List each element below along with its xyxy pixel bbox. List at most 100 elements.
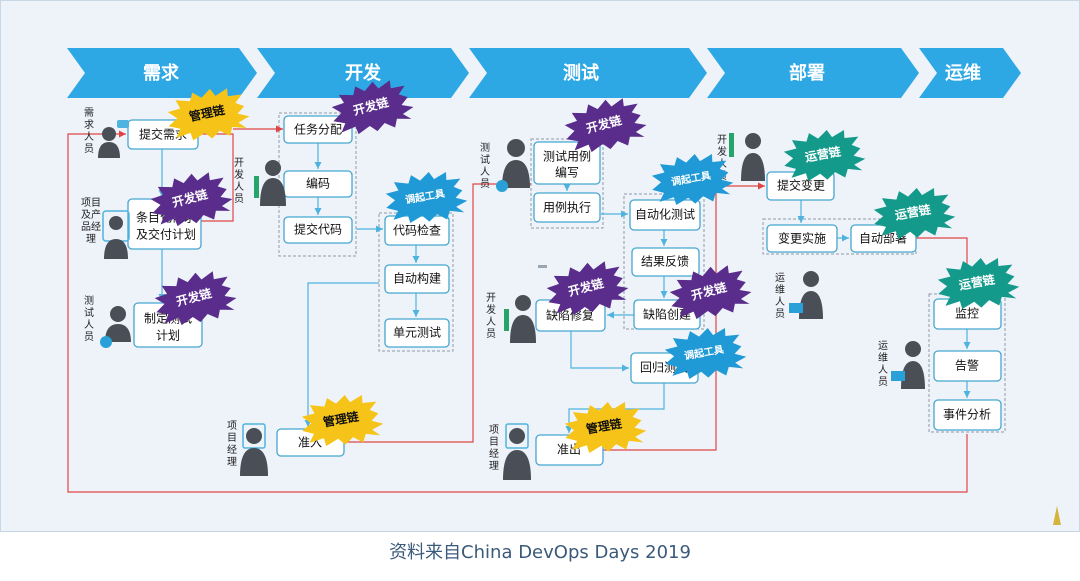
step-code-check: 代码检查: [384, 215, 450, 246]
svg-text:理: 理: [489, 460, 499, 472]
badge-dev-chain: 开发链: [150, 172, 233, 227]
svg-text:人: 人: [84, 131, 94, 143]
badge-mgmt-chain: 管理链: [564, 401, 647, 453]
badge-dev-chain: 开发链: [669, 265, 752, 320]
badge-tool-call: 调起工具: [385, 171, 468, 223]
svg-text:自动部署: 自动部署: [859, 231, 907, 246]
svg-text:人: 人: [234, 181, 244, 193]
step-auto-test: 自动化测试: [629, 199, 701, 231]
svg-text:结果反馈: 结果反馈: [641, 255, 689, 269]
svg-text:及交付计划: 及交付计划: [136, 227, 196, 242]
svg-text:编码: 编码: [306, 176, 330, 191]
svg-text:自动构建: 自动构建: [393, 271, 441, 286]
step-task-assign: 任务分配: [283, 115, 353, 144]
stage-arrow-dev: [257, 48, 469, 98]
svg-text:计划: 计划: [156, 329, 180, 343]
stage-label-demand: 需求: [143, 62, 180, 84]
step-result-feedback: 结果反馈: [631, 247, 700, 277]
stage-label-test: 测试: [563, 62, 599, 84]
svg-text:及产: 及产: [81, 208, 101, 221]
person-icon: [891, 341, 925, 389]
svg-text:员: 员: [878, 376, 888, 388]
svg-text:需: 需: [84, 107, 94, 119]
person-icon: [102, 210, 130, 259]
svg-text:员: 员: [234, 193, 244, 205]
stage-label-dev: 开发: [345, 62, 382, 84]
svg-text:缺陷创建: 缺陷创建: [643, 307, 691, 322]
small-marker: [538, 265, 547, 268]
badge-tool-call: 调起工具: [664, 327, 747, 379]
person-icon: [496, 139, 530, 192]
badge-ops-chain: 运营链: [783, 129, 866, 181]
badge-mgmt-chain: 管理链: [301, 394, 384, 446]
svg-text:维: 维: [878, 351, 888, 364]
svg-text:运: 运: [878, 340, 888, 352]
person-icons: [98, 120, 925, 480]
person-icon: [240, 423, 268, 476]
devops-flow-diagram: 需求 开发 测试 部署 运维: [67, 48, 1061, 525]
svg-text:提交变更: 提交变更: [777, 178, 825, 193]
svg-text:运营链: 运营链: [894, 201, 933, 222]
svg-text:开: 开: [717, 135, 727, 146]
step-event-analysis: 事件分析: [933, 399, 1002, 431]
svg-text:编写: 编写: [555, 165, 579, 180]
svg-text:理: 理: [227, 456, 237, 468]
svg-text:项: 项: [489, 424, 499, 436]
svg-text:运: 运: [775, 272, 785, 284]
svg-text:员: 员: [84, 143, 94, 155]
svg-text:人: 人: [775, 296, 785, 308]
badge-tool-call: 调起工具: [651, 153, 734, 205]
person-icon: [729, 133, 765, 181]
svg-text:变更实施: 变更实施: [778, 231, 826, 246]
svg-text:单元测试: 单元测试: [393, 325, 441, 340]
step-run-cases: 用例执行: [533, 192, 601, 223]
svg-text:经: 经: [489, 447, 499, 460]
svg-text:运营链: 运营链: [958, 271, 997, 292]
svg-text:自动化测试: 自动化测试: [635, 207, 695, 222]
diagram-frame: 需求 开发 测试 部署 运维: [0, 0, 1080, 532]
svg-text:管理链: 管理链: [322, 408, 361, 429]
svg-text:员: 员: [480, 178, 490, 190]
svg-text:发: 发: [486, 303, 496, 316]
svg-text:代码检查: 代码检查: [393, 223, 441, 238]
svg-text:人: 人: [84, 319, 94, 331]
step-alert: 告警: [933, 350, 1002, 382]
svg-text:告警: 告警: [955, 358, 979, 373]
svg-text:员: 员: [84, 331, 94, 343]
svg-text:管理链: 管理链: [585, 415, 624, 436]
svg-text:发: 发: [234, 168, 244, 181]
svg-text:试: 试: [480, 153, 490, 166]
stage-arrow-demand: [67, 48, 257, 98]
step-unit-test: 单元测试: [384, 318, 450, 348]
svg-text:运营链: 运营链: [804, 143, 843, 164]
svg-text:开: 开: [234, 158, 244, 169]
svg-text:员: 员: [486, 328, 496, 340]
svg-text:目: 目: [227, 433, 237, 444]
svg-text:项: 项: [227, 420, 237, 432]
stage-arrow-ops: [919, 48, 1021, 98]
svg-text:提交代码: 提交代码: [294, 222, 342, 237]
stage-arrow-deploy: [707, 48, 919, 98]
person-icon: [254, 160, 286, 206]
svg-text:人: 人: [878, 364, 888, 376]
svg-text:人: 人: [480, 166, 490, 178]
stage-label-ops: 运维: [945, 62, 981, 84]
person-icon: [504, 295, 536, 343]
step-coding: 编码: [283, 170, 353, 198]
badge-dev-chain: 开发链: [331, 80, 414, 135]
stage-banner: 需求 开发 测试 部署 运维: [67, 48, 1021, 98]
svg-text:任务分配: 任务分配: [294, 122, 342, 137]
svg-text:试: 试: [84, 306, 94, 319]
badges: 管理链 开发链 开发链 开发链 调起工具 管理链 开发链 调起工具 开发链 开发…: [150, 80, 1020, 453]
badge-dev-chain: 开发链: [546, 261, 629, 316]
